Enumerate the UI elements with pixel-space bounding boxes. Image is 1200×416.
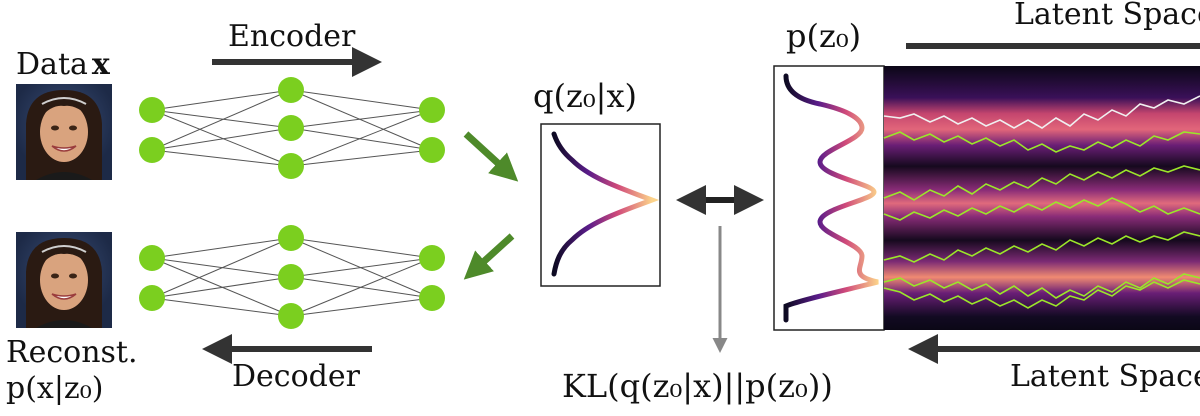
trajectory-green-2 — [883, 165, 1200, 201]
latent-space-panel — [883, 66, 1200, 330]
decoder-label: Decoder — [232, 359, 360, 394]
decoder-nodes — [139, 225, 445, 329]
encoder-network — [151, 89, 433, 167]
encoder-label: Encoder — [228, 19, 356, 54]
prior-label: p(z₀) — [786, 17, 862, 55]
green-arrow-from-posterior — [463, 233, 515, 280]
decoder-network — [151, 237, 433, 317]
trajectory-green-3 — [883, 197, 1200, 221]
reconst-formula: p(x|z₀) — [6, 371, 104, 406]
trajectory-green-4 — [883, 273, 1200, 299]
trajectory-green-1 — [883, 131, 1200, 153]
latent-space-top-label: Latent Space — [1014, 0, 1200, 32]
trajectory-white — [883, 95, 1200, 129]
trajectory-green-6 — [883, 231, 1200, 263]
encoder-nodes — [139, 77, 445, 179]
posterior-density-box — [540, 123, 661, 287]
prior-density-box — [773, 65, 885, 331]
input-face-image — [16, 84, 112, 180]
reconstructed-face-image — [16, 232, 112, 328]
kl-divergence-label: KL(q(z₀|x)||p(z₀)) — [562, 367, 833, 405]
reconst-label: Reconst. — [6, 335, 138, 370]
latent-space-bottom-label: Latent Space — [1010, 359, 1200, 394]
green-arrow-to-posterior — [463, 131, 519, 182]
posterior-label: q(z₀|x) — [533, 77, 637, 115]
trajectory-green-5 — [883, 279, 1200, 309]
